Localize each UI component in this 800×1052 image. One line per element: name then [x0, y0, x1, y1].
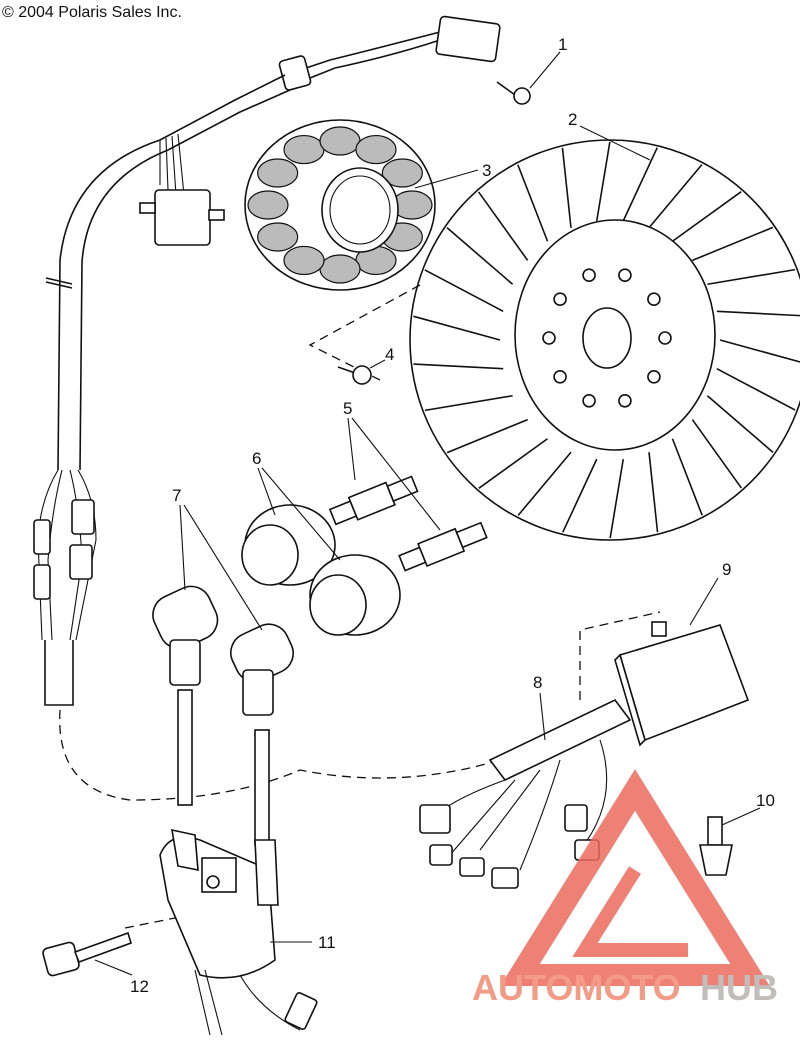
- flywheel-fin: [446, 418, 528, 454]
- callout-5: 5: [343, 399, 352, 418]
- watermark-text-1: AUTOMOTO: [472, 967, 681, 1008]
- flywheel-bolt-hole: [647, 292, 661, 307]
- callout-8: 8: [533, 673, 542, 692]
- stator-coil: [355, 134, 397, 165]
- callout-labels: 1 2 3 4 5 6 7 8 9 10 11 12: [130, 35, 775, 996]
- watermark-logo: AUTOMOTO HUB: [472, 769, 778, 1008]
- flywheel-fin: [691, 419, 743, 489]
- callout-10: 10: [756, 791, 775, 810]
- flywheel-fin: [672, 191, 742, 242]
- stator-wire-harness: [33, 31, 501, 801]
- part-11-ignition-coil: [124, 828, 318, 1036]
- flywheel-bolt-hole: [647, 369, 661, 384]
- callout-9: 9: [722, 560, 731, 579]
- flywheel-fin: [648, 164, 703, 229]
- flywheel-fin: [671, 438, 703, 516]
- flywheel-fin: [716, 368, 796, 411]
- flywheel-bolt-hole: [553, 292, 567, 307]
- callout-1: 1: [558, 35, 567, 54]
- flywheel-fin: [477, 191, 529, 261]
- part-9-cdi-box: [579, 611, 750, 747]
- flywheel-fin: [706, 395, 774, 453]
- flywheel-fin: [609, 458, 625, 539]
- part-5-spark-plugs: [328, 475, 488, 572]
- flywheel-fin: [595, 141, 611, 222]
- flywheel-bolt-hole: [618, 393, 632, 408]
- flywheel-fin: [517, 164, 549, 242]
- part-12-bolt: [42, 931, 132, 977]
- part-2-flywheel: [409, 139, 800, 541]
- callout-6: 6: [252, 449, 261, 468]
- flywheel-fin: [424, 394, 513, 412]
- flywheel-fin: [622, 147, 658, 222]
- flywheel-fin: [424, 269, 504, 312]
- stator-connector: [154, 189, 211, 246]
- flywheel-bolt-hole: [582, 393, 596, 408]
- part-4-screw: [337, 365, 372, 385]
- callout-12: 12: [130, 977, 149, 996]
- copyright-notice: © 2004 Polaris Sales Inc.: [2, 4, 182, 21]
- flywheel-fin: [707, 268, 796, 286]
- flywheel-bolt-hole: [582, 268, 596, 283]
- callout-11: 11: [318, 933, 336, 952]
- callout-leaders: [94, 51, 761, 976]
- flywheel-fin: [446, 227, 514, 285]
- flywheel-bolt-hole: [618, 268, 632, 283]
- callout-4: 4: [385, 345, 394, 364]
- callout-2: 2: [568, 110, 577, 129]
- flywheel-fin: [517, 451, 572, 516]
- part-7-plug-caps: [152, 585, 294, 846]
- watermark-text-2: HUB: [700, 967, 778, 1008]
- stator-coil: [381, 158, 423, 188]
- part-10-fastener: [699, 816, 733, 876]
- flywheel-fin: [719, 339, 800, 363]
- callout-7: 7: [172, 486, 181, 505]
- flywheel-bolt-hole: [542, 331, 556, 345]
- flywheel-fin: [413, 363, 504, 370]
- stator-coil: [319, 126, 361, 156]
- flywheel-fin: [413, 315, 501, 341]
- stator-mount-leader: [308, 284, 421, 381]
- part-6-seals: [241, 504, 401, 636]
- stator-coil: [319, 254, 361, 284]
- part-3-stator: [244, 119, 436, 291]
- flywheel-fin: [478, 438, 548, 489]
- stator-coil: [283, 245, 325, 276]
- flywheel-fin: [648, 452, 659, 533]
- flywheel-bolt-hole: [658, 331, 672, 345]
- part-1-screw: [435, 15, 531, 105]
- stator-coil: [283, 134, 325, 165]
- flywheel-fin: [562, 458, 598, 533]
- flywheel-bolt-hole: [553, 369, 567, 384]
- callout-3: 3: [482, 161, 491, 180]
- flywheel-fin: [561, 147, 572, 228]
- stator-coil: [257, 222, 299, 252]
- stator-coil: [247, 190, 289, 220]
- flywheel-fin: [716, 310, 800, 317]
- flywheel-fin: [692, 226, 774, 262]
- stator-coil: [257, 158, 299, 188]
